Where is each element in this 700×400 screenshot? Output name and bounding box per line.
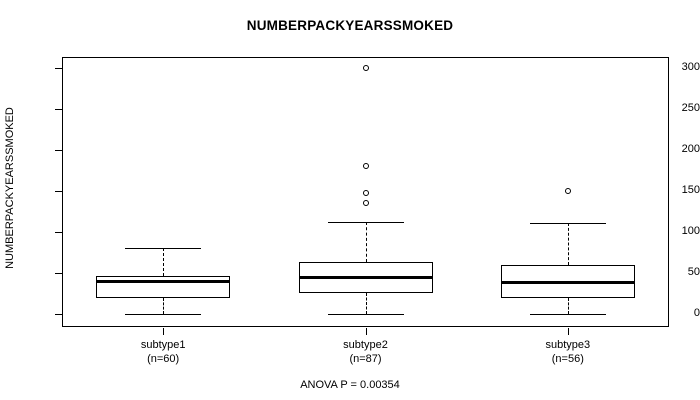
y-tick-mark [55, 109, 62, 110]
x-tick-label: subtype3 (n=56) [545, 339, 591, 365]
y-tick-mark [55, 273, 62, 274]
y-tick-label: 0 [693, 307, 700, 319]
whisker-cap-upper [529, 222, 606, 224]
whisker-upper [365, 222, 367, 263]
median-line [500, 281, 635, 285]
whisker-cap-upper [327, 222, 404, 224]
median-line [298, 275, 433, 279]
y-tick-label: 100 [681, 225, 700, 237]
y-tick-label: 200 [681, 143, 700, 155]
x-tick-mark [365, 328, 367, 335]
x-tick-mark [163, 328, 165, 335]
y-tick-mark [55, 314, 62, 315]
whisker-lower [567, 297, 569, 314]
y-tick-mark [55, 232, 62, 233]
whisker-lower [365, 292, 367, 314]
outlier-point[interactable] [362, 189, 369, 196]
y-tick-label: 150 [681, 184, 700, 196]
x-tick-label: subtype2 (n=87) [343, 339, 388, 365]
whisker-lower [163, 298, 165, 314]
y-tick-label: 250 [681, 102, 700, 114]
whisker-cap-lower [529, 314, 606, 315]
x-tick-mark [567, 328, 569, 335]
outlier-point[interactable] [362, 65, 369, 71]
whisker-upper [163, 248, 165, 277]
box-iqr[interactable] [96, 276, 231, 299]
page-title: NUMBERPACKYEARSSMOKED [246, 18, 454, 33]
plot-panel [62, 57, 669, 327]
outlier-point[interactable] [362, 163, 369, 170]
whisker-cap-lower [327, 314, 404, 315]
y-tick-mark [55, 68, 62, 69]
outlier-point[interactable] [564, 188, 571, 194]
y-tick-mark [55, 150, 62, 151]
median-line [96, 279, 231, 283]
anova-annotation: ANOVA P = 0.00354 [300, 379, 400, 391]
outlier-point[interactable] [362, 200, 369, 207]
box-iqr[interactable] [500, 264, 635, 298]
x-tick-label: subtype1 (n=60) [140, 339, 186, 365]
y-tick-label: 50 [687, 266, 700, 278]
whisker-cap-upper [125, 248, 202, 250]
whisker-upper [567, 222, 569, 265]
whisker-cap-lower [125, 314, 202, 315]
y-tick-label: 300 [681, 61, 700, 73]
y-tick-mark [55, 191, 62, 192]
